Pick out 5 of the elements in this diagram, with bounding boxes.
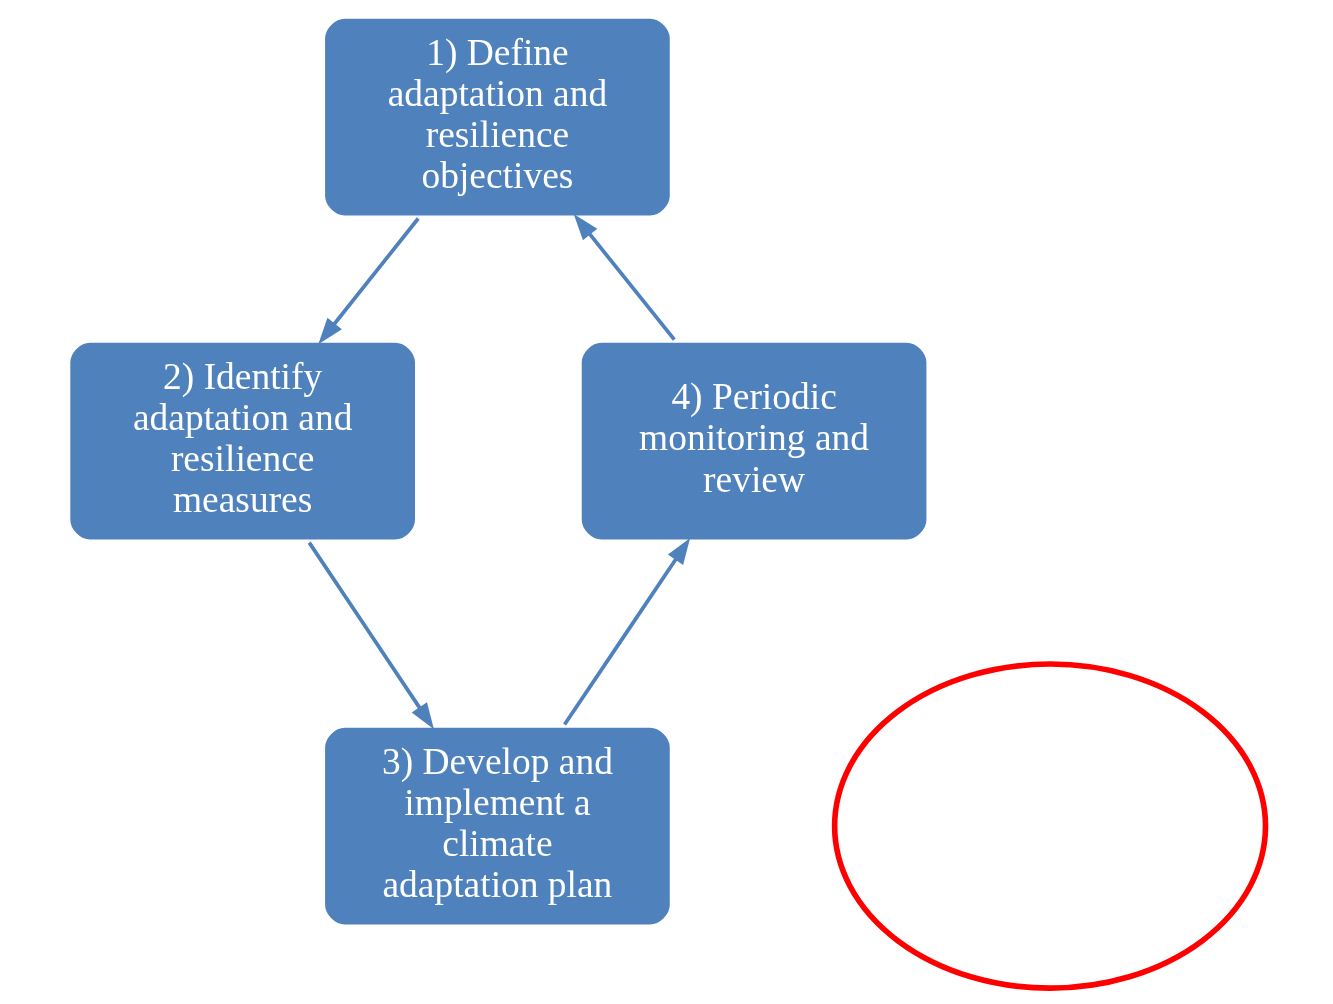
arrow [563, 537, 691, 726]
arrow [318, 217, 420, 345]
arrow [307, 541, 434, 730]
node-ellipse [831, 661, 1269, 991]
arrow [573, 214, 676, 341]
